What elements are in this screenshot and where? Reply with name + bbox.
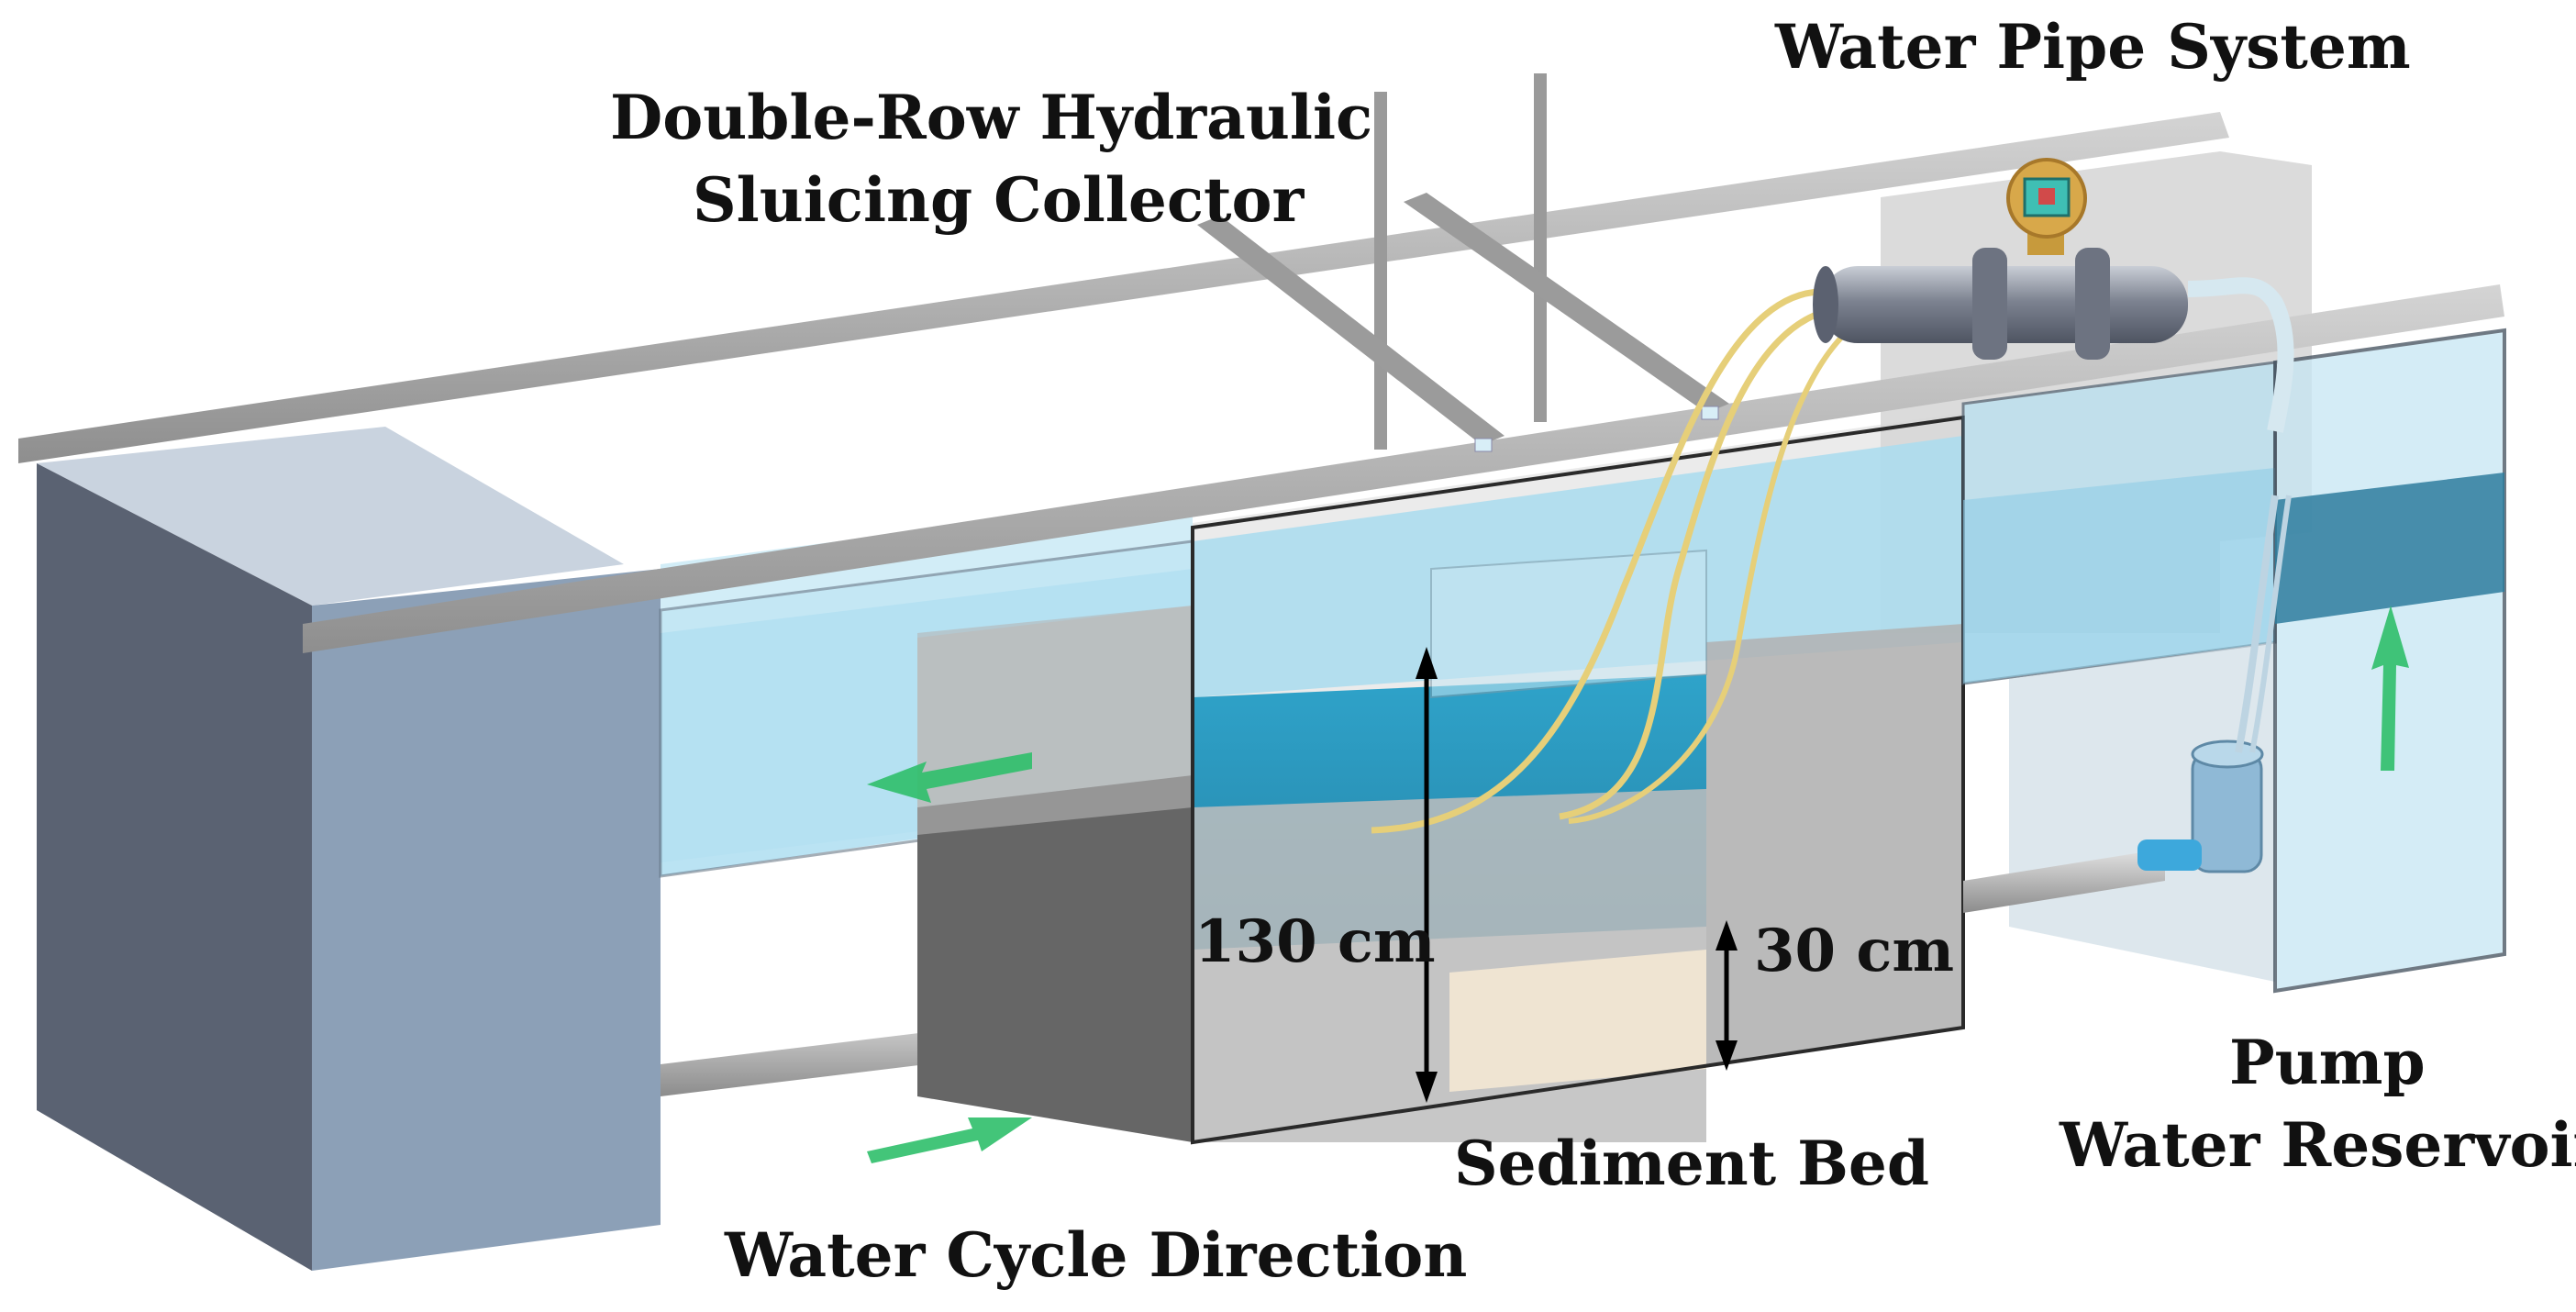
left-tank-front [312, 569, 661, 1271]
label-sediment-bed: Sediment Bed [1454, 1128, 1930, 1199]
sediment-bed-shape [1449, 950, 1706, 1092]
test-section-right-grey [1706, 624, 1963, 1064]
label-collector-line2: Sluicing Collector [693, 164, 1305, 236]
box-side-dark [917, 775, 1193, 1142]
dim30-head-top [1715, 920, 1738, 951]
flow-arrow-left [867, 752, 1032, 803]
test-section-outline [1191, 415, 1965, 1145]
right-channel-water [1963, 468, 2275, 684]
dim30-head-bottom [1715, 1040, 1738, 1071]
collector-nozzle-1 [1474, 438, 1493, 452]
collector-rod-left [1374, 92, 1387, 450]
label-water-reservoir: Water Reservoir [2060, 1109, 2576, 1181]
tube-3 [1568, 328, 1851, 824]
dim130-head-bottom [1416, 1072, 1438, 1103]
pump-unit [2137, 495, 2292, 873]
dim130-head-top [1416, 647, 1438, 679]
label-collector-line1: Double-Row Hydraulic [610, 82, 1373, 153]
collector-bar-2 [1404, 193, 1729, 413]
floor-pipe-right [1963, 849, 2165, 913]
flow-meter [1813, 158, 2294, 433]
label-pump: Pump [2229, 1027, 2426, 1098]
collector-nozzle-2 [1701, 406, 1719, 420]
inner-box-top [1430, 549, 1707, 699]
reservoir-back [2009, 642, 2275, 982]
label-water-pipe-system: Water Pipe System [1775, 11, 2411, 83]
label-water-cycle-direction: Water Cycle Direction [725, 1219, 1468, 1291]
left-tank-top [37, 427, 624, 606]
box-side-light [917, 606, 1193, 835]
tube-2 [1559, 306, 1831, 820]
left-tank-side [37, 463, 312, 1271]
collector-bar-1 [1197, 216, 1505, 445]
reservoir-water-band [2275, 473, 2504, 624]
tube-1 [1371, 288, 1822, 834]
label-130cm: 130 cm [1194, 907, 1436, 976]
label-30cm: 30 cm [1754, 917, 1955, 985]
flow-arrow-bottom [867, 1117, 1032, 1163]
flow-arrow-up [2371, 606, 2409, 771]
front-rail [303, 284, 2504, 653]
collector-rod-right [1534, 73, 1547, 422]
back-rail [18, 112, 2229, 463]
